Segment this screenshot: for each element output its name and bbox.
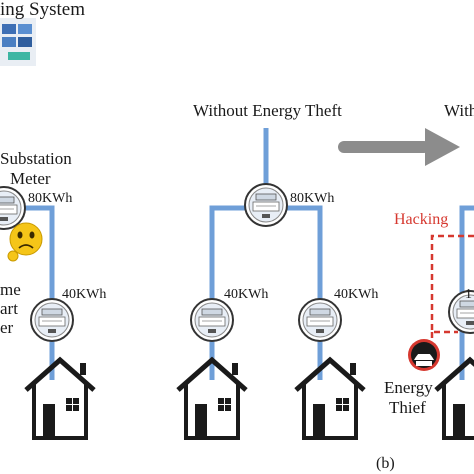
left-substation-label-line1: Substation bbox=[0, 149, 72, 168]
energy-thief-label-line1: Energy bbox=[384, 378, 433, 397]
middle-home-right-reading: 40KWh bbox=[334, 287, 379, 302]
middle-home-meter-left-icon bbox=[190, 298, 234, 342]
right-house-icon bbox=[436, 360, 474, 438]
left-substation-label-line2: Meter bbox=[10, 169, 51, 188]
hacker-icon bbox=[408, 339, 440, 371]
left-substation-reading: 80KWh bbox=[28, 191, 73, 206]
panel-label: (b) bbox=[376, 455, 395, 472]
monitoring-system-icon bbox=[0, 18, 36, 66]
left-house-icon bbox=[26, 360, 94, 438]
middle-home-meter-right-icon bbox=[298, 298, 342, 342]
left-home-reading: 40KWh bbox=[62, 287, 107, 302]
middle-substation-reading: 80KWh bbox=[290, 191, 335, 206]
worried-face-icon bbox=[7, 222, 43, 262]
energy-thief-label-line2: Thief bbox=[389, 398, 426, 417]
hacking-label: Hacking bbox=[394, 211, 449, 228]
left-home-meter-icon bbox=[30, 298, 74, 342]
middle-substation-meter-icon bbox=[244, 183, 288, 227]
middle-house-right-icon bbox=[296, 360, 364, 438]
hacking-path bbox=[430, 234, 474, 340]
middle-panel-title: Without Energy Theft bbox=[193, 101, 342, 120]
left-home-label-line1: me bbox=[0, 280, 21, 299]
middle-wires bbox=[209, 128, 323, 380]
left-home-label-line2: art bbox=[0, 299, 18, 318]
monitoring-system-title: ing System bbox=[0, 0, 85, 20]
right-meter-reading: 1 bbox=[465, 287, 472, 302]
left-substation-meter-icon bbox=[0, 186, 26, 230]
middle-home-left-reading: 40KWh bbox=[224, 287, 269, 302]
right-panel-title: With bbox=[444, 101, 474, 120]
left-home-label-line3: er bbox=[0, 318, 14, 337]
arrow-right-icon bbox=[338, 128, 460, 166]
